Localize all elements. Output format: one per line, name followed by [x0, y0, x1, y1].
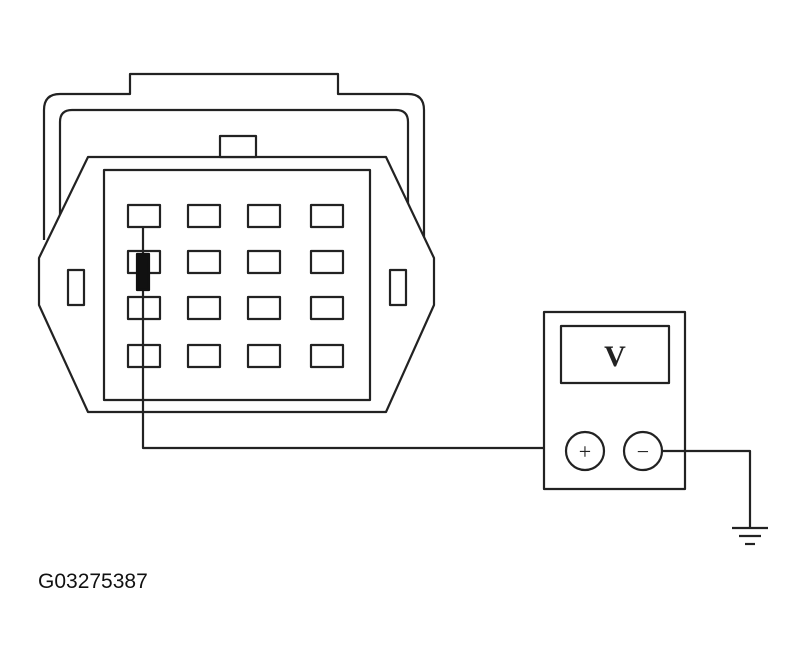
connector-pin — [246, 249, 282, 275]
figure-id-label: G03275387 — [38, 570, 148, 593]
right-side-tab — [388, 268, 408, 307]
connector-pin — [309, 343, 345, 369]
housing-inner-shell — [58, 108, 410, 240]
voltmeter — [542, 310, 687, 491]
connector-pin — [246, 343, 282, 369]
connector-pin — [186, 343, 222, 369]
housing-face — [37, 155, 436, 414]
top-locking-tab — [218, 134, 258, 159]
connector-pin — [186, 249, 222, 275]
connector-pin — [126, 203, 162, 229]
connector-pin — [246, 203, 282, 229]
connector-inner-frame — [102, 168, 372, 402]
positive-terminal — [564, 430, 606, 472]
connector-housing — [37, 72, 436, 414]
connector-pin — [186, 203, 222, 229]
positive-test-lead — [141, 228, 568, 450]
housing-outer-shell — [42, 72, 426, 240]
connector-pin — [186, 295, 222, 321]
connector-pin-grid — [126, 203, 345, 369]
left-side-tab — [66, 268, 86, 307]
connector-pin — [309, 295, 345, 321]
connector-pin — [246, 295, 282, 321]
connector-pin — [309, 203, 345, 229]
connector-pin — [309, 249, 345, 275]
ground-symbol-icon — [732, 526, 768, 546]
negative-terminal-symbol: − — [637, 439, 649, 464]
ground-lead — [662, 449, 752, 528]
positive-terminal-symbol: + — [579, 439, 591, 464]
test-probe — [135, 252, 151, 292]
voltmeter-display — [559, 324, 671, 385]
voltmeter-display-symbol: V — [604, 340, 626, 373]
